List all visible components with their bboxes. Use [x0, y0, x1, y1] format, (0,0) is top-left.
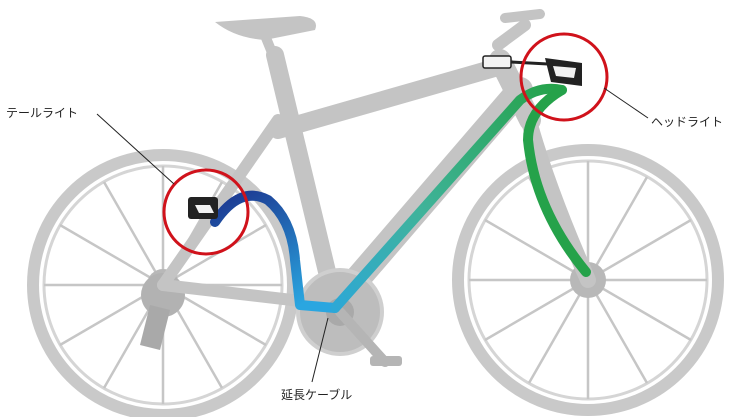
tail-light-unit-icon: [188, 197, 218, 219]
extension-cable: [210, 83, 591, 313]
tail-light-leader-line: [96, 113, 175, 185]
tail-light-highlight-circle: [162, 168, 250, 256]
cable-leader-line: [311, 317, 329, 383]
head-light-leader-line: [603, 87, 649, 119]
saddle: [215, 16, 316, 40]
rear-wheel: [27, 149, 299, 417]
tail-light-label: テールライト: [6, 106, 79, 120]
front-wheel: [452, 144, 724, 416]
head-light-label: ヘッドライト: [651, 115, 724, 129]
head-light-unit-icon: [482, 55, 582, 86]
cable-rear-segment: [210, 190, 340, 313]
head-light-highlight-circle: [519, 32, 609, 122]
cable-fork-segment: [523, 85, 591, 277]
extension-cable-label: 延長ケーブル: [281, 388, 353, 402]
